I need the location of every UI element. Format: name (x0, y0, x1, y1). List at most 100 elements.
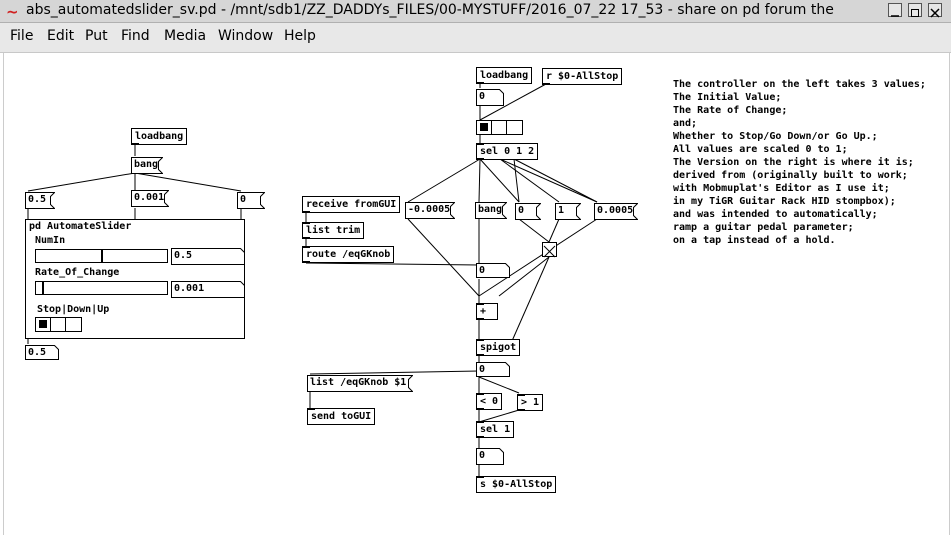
menu-bar: File Edit Put Find Media Window Help (0, 23, 951, 53)
less-than-zero-object[interactable]: < 0 (476, 393, 503, 410)
message-text: 0.5 (28, 194, 47, 205)
one-message[interactable]: 1 (555, 203, 581, 220)
object-text: sel 0 1 2 (480, 146, 535, 157)
object-text: > 1 (521, 397, 540, 408)
menu-window[interactable]: Window (218, 28, 274, 44)
right-bang-message[interactable]: bang (475, 202, 507, 219)
rate-of-change-slider[interactable] (35, 281, 168, 295)
message-box-outline (405, 202, 455, 219)
automate-slider-subpatch[interactable]: pd AutomateSlider NumIn 0.5 Rate_Of_Chan… (25, 219, 245, 339)
sel-012-object[interactable]: sel 0 1 2 (476, 143, 539, 160)
message-text: -0.0005 (408, 204, 451, 215)
stop-down-up-radio[interactable] (35, 317, 82, 332)
send-togui-object[interactable]: send toGUI (307, 408, 376, 425)
spigot-object[interactable]: spigot (476, 339, 521, 356)
menu-find[interactable]: Find (121, 28, 150, 44)
slider-knob[interactable] (42, 282, 44, 294)
slider-knob[interactable] (101, 250, 103, 262)
message-text: 0.001 (134, 192, 165, 203)
object-text: list trim (306, 225, 361, 236)
numin-number-box[interactable]: 0.5 (171, 248, 245, 265)
object-text: loadbang (480, 70, 529, 81)
message-text: bang (134, 159, 159, 170)
left-bang-message[interactable]: bang (131, 157, 163, 174)
object-text: r $0-AllStop (546, 71, 619, 82)
maximize-icon (911, 9, 919, 17)
number-box-outline (476, 448, 504, 465)
down-rate-message[interactable]: -0.0005 (405, 202, 455, 219)
object-text: route /eqGKnob (306, 249, 391, 260)
subpatch-title: pd AutomateSlider (29, 221, 132, 232)
menu-help[interactable]: Help (284, 28, 316, 44)
patch-wires (27, 83, 598, 476)
radio-cell-1[interactable] (492, 121, 507, 134)
list-eqgknob-message[interactable]: list /eqGKnob $1 (307, 375, 413, 392)
send-allstop-object[interactable]: s $0-AllStop (476, 476, 557, 493)
number-value: 0 (479, 91, 486, 102)
patch-canvas[interactable]: loadbang bang 0.5 0.001 0 pd AutomateSli… (3, 53, 950, 535)
zero-message[interactable]: 0 (515, 203, 541, 220)
initial-value-message[interactable]: 0.5 (25, 192, 55, 209)
left-loadbang-object[interactable]: loadbang (131, 128, 188, 145)
bottom-number-box[interactable]: 0 (476, 448, 504, 465)
sel-1-object[interactable]: sel 1 (476, 421, 515, 438)
message-text: 0 (240, 194, 247, 205)
right-loadbang-object[interactable]: loadbang (476, 67, 533, 84)
number-value: 0 (479, 265, 486, 276)
radio-cell-0[interactable] (477, 121, 492, 134)
list-trim-object[interactable]: list trim (302, 222, 365, 239)
rate-of-change-message[interactable]: 0.001 (131, 190, 169, 207)
number-box-outline (171, 248, 245, 265)
rate-of-change-label: Rate_Of_Change (35, 267, 120, 278)
radio-cell-up[interactable] (66, 318, 81, 331)
object-text: s $0-AllStop (480, 479, 553, 490)
number-value: 0.001 (174, 283, 205, 294)
up-rate-message[interactable]: 0.0005 (594, 203, 638, 220)
message-box-outline (131, 190, 169, 207)
message-box-outline (515, 203, 541, 220)
number-box-outline (476, 362, 510, 377)
message-text: 0 (518, 205, 525, 216)
plus-object[interactable]: + (476, 303, 498, 320)
right-hradio[interactable] (476, 120, 523, 135)
minimize-icon (891, 15, 899, 17)
message-text: bang (478, 204, 503, 215)
menu-media[interactable]: Media (164, 28, 207, 44)
close-button[interactable] (928, 3, 942, 18)
greater-than-one-object[interactable]: > 1 (517, 394, 544, 411)
object-text: spigot (480, 342, 517, 353)
route-eqgknob-object[interactable]: route /eqGKnob (302, 246, 395, 263)
pd-tilde-icon: ~ (6, 3, 19, 21)
rate-number-box[interactable]: 0.001 (171, 281, 245, 298)
object-text: + (480, 306, 487, 317)
radio-cell-down[interactable] (51, 318, 66, 331)
number-value: 0 (479, 364, 486, 375)
radio-cell-stop[interactable] (36, 318, 51, 331)
menu-put[interactable]: Put (85, 28, 108, 44)
patch-comment: The controller on the left takes 3 value… (673, 79, 926, 246)
message-text: 0.0005 (597, 205, 634, 216)
numin-slider[interactable] (35, 249, 168, 263)
maximize-button[interactable] (908, 3, 922, 17)
object-text: loadbang (135, 131, 184, 142)
menu-file[interactable]: File (10, 28, 34, 44)
number-box-outline (25, 345, 59, 360)
mid-number-box[interactable]: 0 (476, 263, 510, 280)
top-number-box[interactable]: 0 (476, 89, 504, 106)
title-bar: ~ abs_automatedslider_sv.pd - /mnt/sdb1/… (0, 0, 951, 23)
object-text: < 0 (480, 396, 499, 407)
after-spigot-number-box[interactable]: 0 (476, 362, 510, 379)
message-text: 1 (558, 205, 565, 216)
menu-edit[interactable]: Edit (47, 28, 75, 44)
message-text: list /eqGKnob $1 (310, 377, 407, 388)
left-output-number-box[interactable]: 0.5 (25, 345, 59, 362)
radio-cell-2[interactable] (507, 121, 522, 134)
message-box-outline (307, 375, 413, 392)
minimize-button[interactable] (888, 3, 902, 17)
close-icon (930, 8, 940, 18)
toggle-x-icon (543, 245, 556, 258)
toggle-box[interactable] (542, 242, 557, 258)
receive-allstop-object[interactable]: r $0-AllStop (542, 68, 623, 85)
receive-fromgui-object[interactable]: receive fromGUI (302, 196, 401, 213)
stop-message[interactable]: 0 (237, 192, 265, 209)
